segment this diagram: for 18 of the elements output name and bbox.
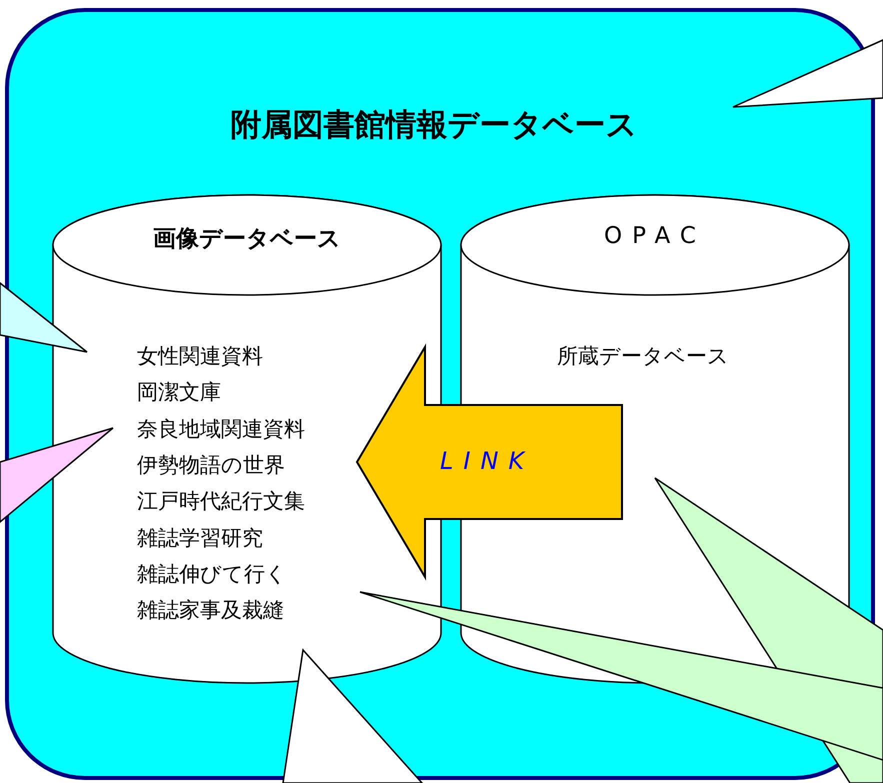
list-item: 江戸時代紀行文集 bbox=[137, 488, 305, 516]
database-item: 所蔵データベース bbox=[557, 343, 729, 370]
list-item: 雑誌学習研究 bbox=[137, 524, 263, 552]
database-title: 画像データベース bbox=[152, 225, 342, 254]
callout-pointer bbox=[732, 38, 883, 108]
list-item: 女性関連資料 bbox=[137, 343, 263, 370]
block-arrow bbox=[356, 343, 623, 581]
callout-pointer bbox=[359, 591, 883, 762]
list-item: 伊勢物語の世界 bbox=[137, 452, 285, 479]
callout-pointer bbox=[0, 281, 88, 353]
list-item: 岡潔文庫 bbox=[137, 379, 221, 406]
panel-title: 附属図書館情報データベース bbox=[230, 106, 638, 145]
list-item: 奈良地域関連資料 bbox=[137, 416, 305, 443]
list-item: 雑誌伸びて行く bbox=[137, 560, 287, 588]
database-title: OPAC bbox=[603, 223, 707, 249]
callout-pointer bbox=[282, 648, 424, 783]
callout-pointer bbox=[0, 427, 114, 524]
list-item: 雑誌家事及裁縫 bbox=[137, 597, 284, 624]
